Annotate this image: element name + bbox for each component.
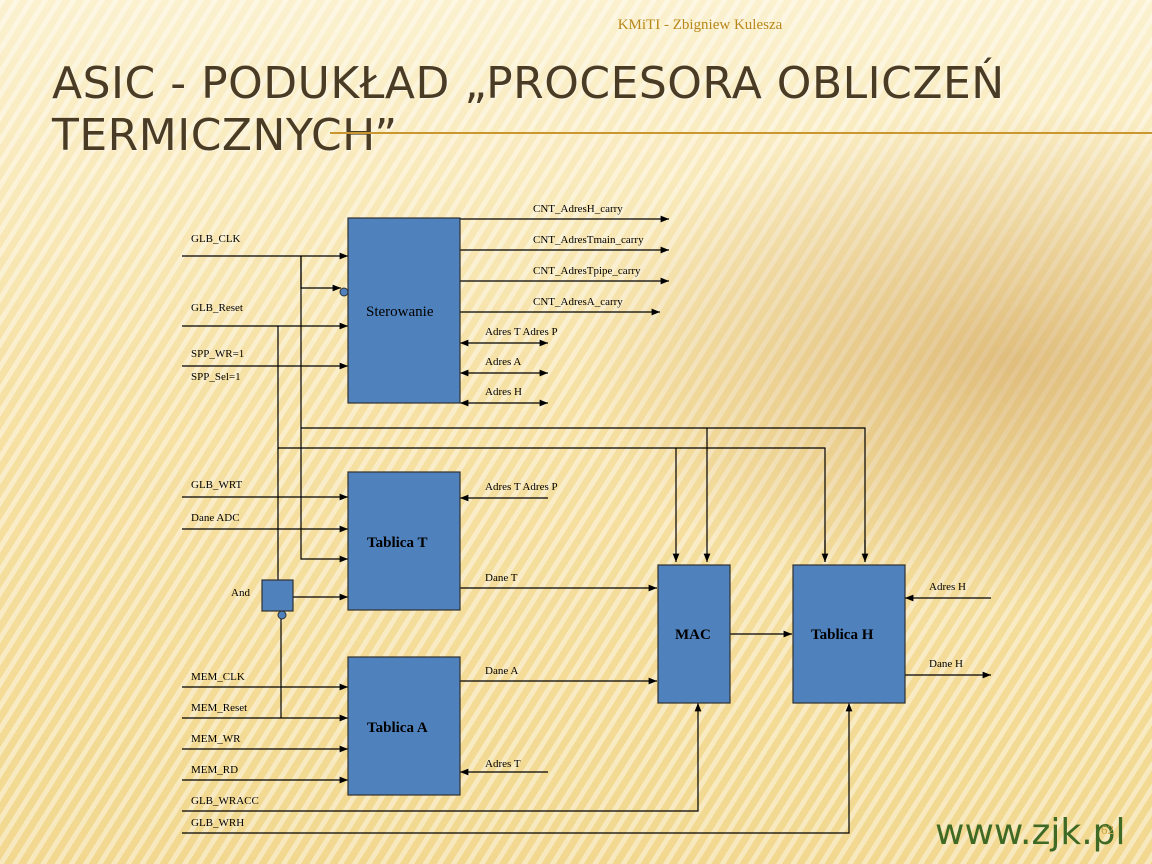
- label-mem-wr: MEM_WR: [191, 733, 241, 745]
- wire-clk-to-tablica-t: [300, 428, 348, 563]
- title-divider: [330, 132, 1152, 134]
- label-glb-clk: GLB_CLK: [191, 233, 241, 245]
- block-label-mac: MAC: [675, 627, 711, 643]
- and-inversion-bubble: [277, 610, 287, 620]
- wire-glb-wracc: [182, 703, 702, 812]
- label-ta-adres-t: Adres T: [485, 758, 521, 770]
- label-cnt-adrestpipe-carry: CNT_AdresTpipe_carry: [533, 265, 641, 277]
- bus-clk: [300, 256, 866, 562]
- bus-reset: [277, 326, 826, 562]
- label-spp-sel: SPP_Sel=1: [191, 371, 241, 383]
- block-and: [261, 579, 294, 612]
- label-ster-adres-a: Adres A: [485, 356, 521, 368]
- block-label-tablica-h: Tablica H: [811, 627, 874, 643]
- block-sterowanie: [347, 217, 461, 404]
- block-label-tablica-t: Tablica T: [367, 535, 427, 551]
- label-cnt-adrestmain-carry: CNT_AdresTmain_carry: [533, 234, 644, 246]
- label-ster-adres-t-p: Adres T Adres P: [485, 326, 558, 338]
- wire-clk-branch: [300, 256, 341, 292]
- label-cnt-adresh-carry: CNT_AdresH_carry: [533, 203, 623, 215]
- label-th-adres-h: Adres H: [929, 581, 966, 593]
- page-number: 62: [1101, 822, 1114, 837]
- block-label-sterowanie: Sterowanie: [366, 304, 434, 320]
- block-label-and: And: [231, 587, 250, 599]
- clock-inversion-bubble: [339, 287, 349, 297]
- footer-website: www.zjk.pl: [935, 812, 1126, 853]
- label-ster-adres-h: Adres H: [485, 386, 522, 398]
- label-mem-rd: MEM_RD: [191, 764, 238, 776]
- label-glb-wrh: GLB_WRH: [191, 817, 244, 829]
- label-dane-h: Dane H: [929, 658, 963, 670]
- label-mem-clk: MEM_CLK: [191, 671, 245, 683]
- slide-header: KMiTI - Zbigniew Kulesza: [617, 17, 783, 33]
- label-glb-wrt: GLB_WRT: [191, 479, 243, 491]
- block-tablica-h: [792, 564, 906, 704]
- label-cnt-adresa-carry: CNT_AdresA_carry: [533, 296, 623, 308]
- block-label-tablica-a: Tablica A: [367, 720, 428, 736]
- label-tt-adres-t-p: Adres T Adres P: [485, 481, 558, 493]
- label-mem-reset: MEM_Reset: [191, 702, 247, 714]
- label-dane-adc: Dane ADC: [191, 512, 240, 524]
- block-tablica-a: [347, 656, 461, 796]
- label-spp-wr: SPP_WR=1: [191, 348, 244, 360]
- label-dane-t: Dane T: [485, 572, 518, 584]
- wire-glb-wrh: [182, 703, 853, 834]
- block-mac: [657, 564, 731, 704]
- label-glb-wracc: GLB_WRACC: [191, 795, 259, 807]
- slide-title: ASIC - PODUKŁAD „PROCESORA OBLICZEŃ TERM…: [52, 58, 1005, 161]
- block-tablica-t: [347, 471, 461, 611]
- label-dane-a: Dane A: [485, 665, 518, 677]
- label-glb-reset: GLB_Reset: [191, 302, 243, 314]
